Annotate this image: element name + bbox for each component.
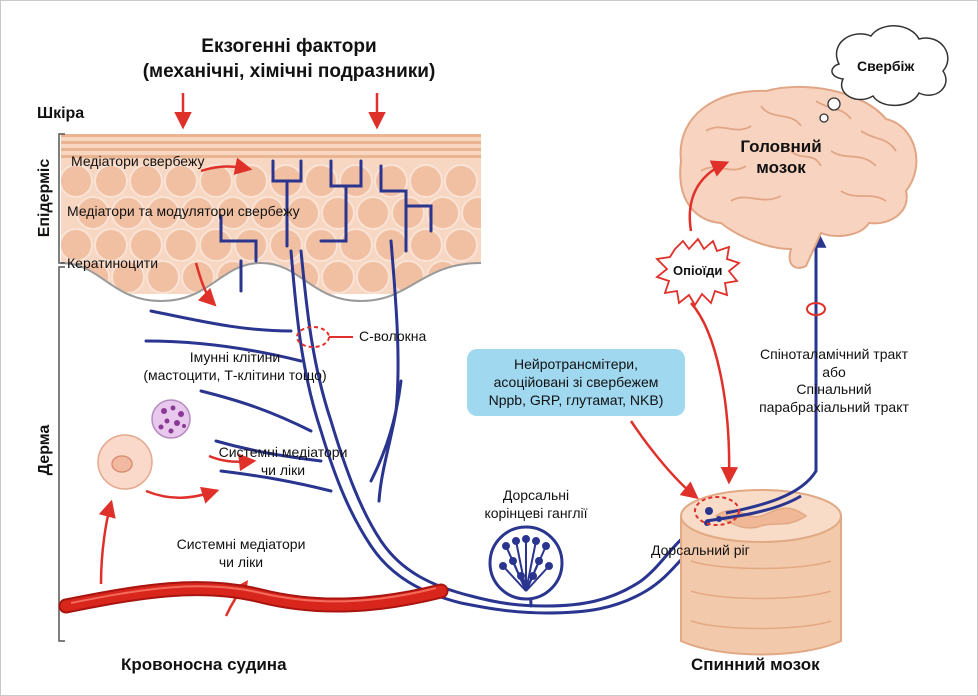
opioids-label: Опіоїди: [673, 263, 722, 279]
brain-line-2: мозок: [731, 157, 831, 178]
dorsal-horn-label: Дорсальний ріг: [651, 542, 750, 560]
itch-label: Свербіж: [857, 58, 914, 74]
systemic-upper-line-2: чи ліки: [203, 462, 363, 480]
systemic-upper-line-1: Системні медіатори: [203, 444, 363, 462]
immune-cells-label: Імунні клітини (мастоцити, Т-клітини тощ…: [131, 349, 339, 384]
title-line-1: Екзогенні фактори: [161, 35, 417, 60]
systemic-lower-line-2: чи ліки: [161, 554, 321, 572]
neurotransmitters-line-3: Nppb, GRP, глутамат, NKB): [477, 391, 675, 409]
tract-line-3: Спінальний: [739, 381, 929, 399]
title: Екзогенні фактори: [161, 35, 417, 60]
epidermis-label: Епідерміс: [36, 158, 54, 238]
itch-mediators-modulators-label: Медіатори та модулятори свербежу: [67, 203, 300, 221]
immune-cells-line-1: Імунні клітини: [131, 349, 339, 367]
tract-line-2: або: [739, 364, 929, 382]
blood-vessel: [66, 586, 441, 606]
drg-label: Дорсальні корінцеві ганглії: [466, 487, 606, 522]
subtitle: (механічні, хімічні подразники): [131, 60, 447, 85]
tract-line-1: Спіноталамічний тракт: [739, 346, 929, 364]
immune-cells-line-2: (мастоцити, Т-клітини тощо): [131, 367, 339, 385]
neurotransmitters-line-1: Нейротрансмітери,: [477, 355, 675, 373]
spinal-cord-label: Спинний мозок: [691, 654, 820, 675]
drg-line-2: корінцеві ганглії: [466, 505, 606, 523]
systemic-mediators-upper-label: Системні медіатори чи ліки: [203, 444, 363, 479]
neurotransmitters-box: Нейротрансмітери, асоційовані зі свербеж…: [467, 349, 685, 416]
skin-label: Шкіра: [37, 104, 84, 124]
brain-label: Головний мозок: [731, 136, 831, 179]
brain-line-1: Головний: [731, 136, 831, 157]
mast-cell: [152, 400, 190, 438]
neurotransmitters-line-2: асоційовані зі свербежем: [477, 373, 675, 391]
systemic-lower-line-1: Системні медіатори: [161, 536, 321, 554]
ascending-tract-label: Спіноталамічний тракт або Спінальний пар…: [739, 346, 929, 416]
keratinocytes-label: Кератиноцити: [67, 255, 158, 273]
itch-mediators-label: Медіатори свербежу: [71, 153, 204, 171]
t-cell: [98, 435, 152, 489]
systemic-mediators-lower-label: Системні медіатори чи ліки: [161, 536, 321, 571]
spinal-cord: [681, 490, 841, 655]
blood-vessel-label: Кровоносна судина: [121, 654, 287, 675]
tract-line-4: парабрахіальний тракт: [739, 399, 929, 417]
dermis-label: Дерма: [36, 410, 54, 490]
title-line-2: (механічні, хімічні подразники): [131, 60, 447, 85]
c-fibers-label: С-волокна: [359, 328, 426, 346]
dorsal-root-ganglion: [490, 527, 562, 599]
drg-line-1: Дорсальні: [466, 487, 606, 505]
